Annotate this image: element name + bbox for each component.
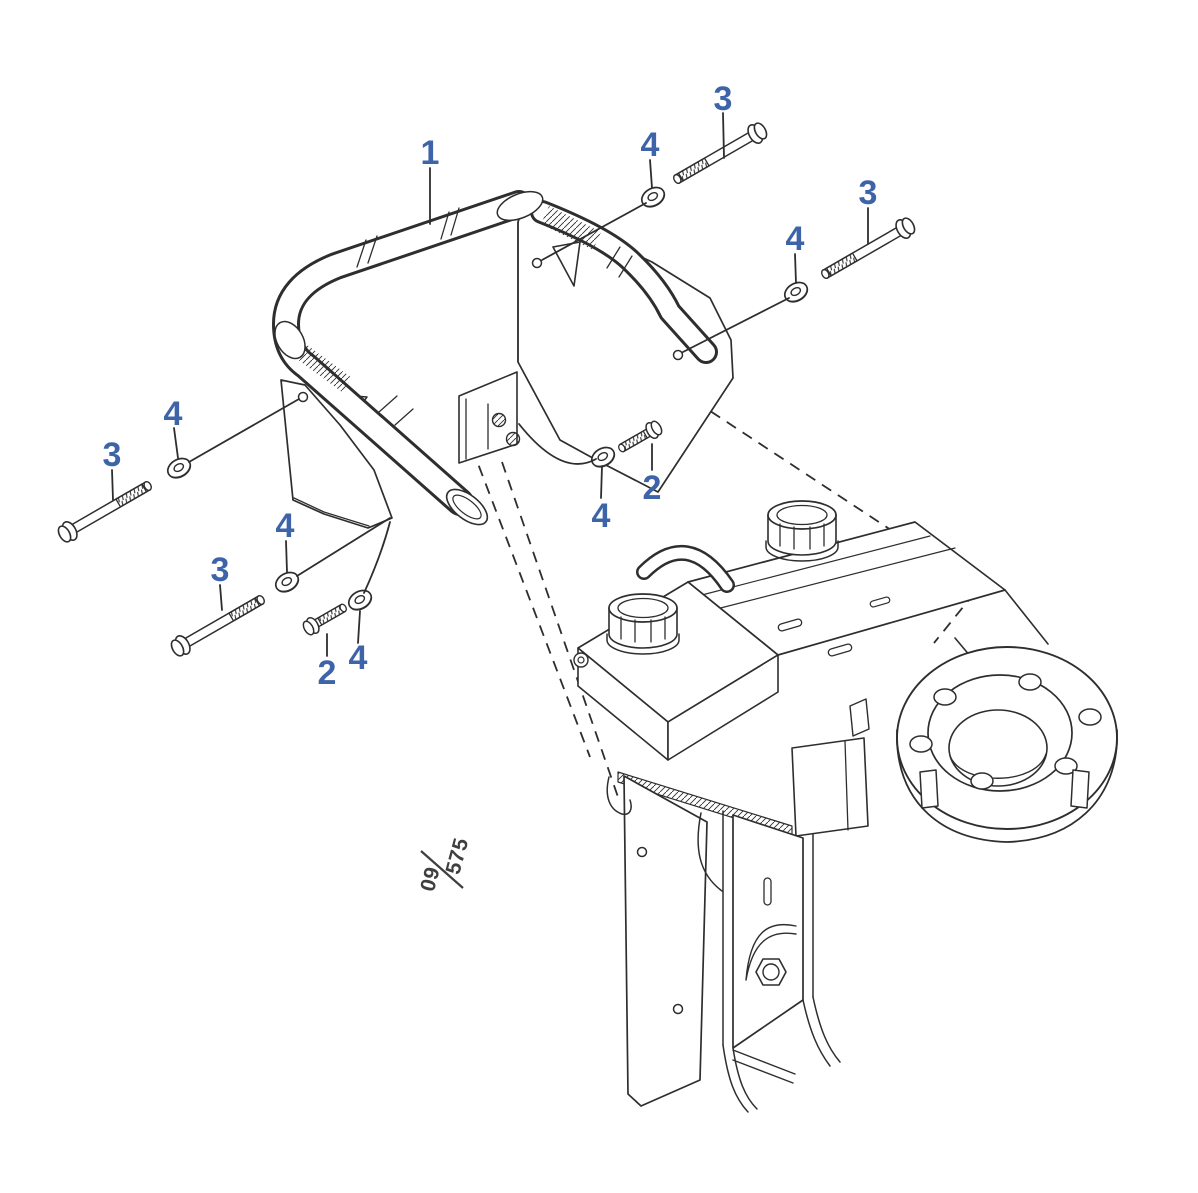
callout-part1: 1	[421, 134, 440, 172]
callout-washer-left-upper: 4	[164, 395, 183, 433]
channel-slot	[763, 877, 772, 906]
flange-bolt-hole	[1078, 708, 1102, 726]
flange-bolt-hole	[1054, 757, 1078, 775]
arm-clip-tab	[849, 698, 870, 737]
bearing-flange-ring	[896, 646, 1118, 843]
callout-bolt-left-upper: 3	[103, 436, 122, 474]
deck-front-face	[667, 654, 779, 761]
washer-4-left-upper	[163, 453, 195, 483]
flange-tab	[1070, 769, 1090, 809]
washer-4-screw-left	[344, 585, 376, 615]
grip-hatch	[541, 206, 601, 250]
callout-washer-screw-center: 4	[592, 497, 611, 535]
panel-hole	[636, 846, 648, 858]
tube-flat-end	[445, 488, 489, 526]
flange-tab	[919, 769, 939, 809]
leader-washer-screw-left	[357, 610, 361, 644]
leader-washer-screw-center	[600, 465, 603, 499]
handle-foot-plate	[280, 379, 393, 529]
callout-labels: 1 3 4 3 4 3 4 3 4 2 4 2 4	[103, 80, 878, 692]
mast-right-foot	[802, 996, 841, 1067]
bracket-bolt-head	[505, 431, 521, 447]
callout-bolt-top: 3	[714, 80, 733, 118]
leader-bolt-left-upper	[111, 469, 114, 501]
leader-curve-screw-left	[363, 521, 391, 594]
tube-elbow-cap	[274, 320, 306, 360]
callout-washer-top: 4	[641, 126, 660, 164]
callout-washer-right: 4	[786, 220, 805, 258]
screw-2-left	[299, 598, 351, 639]
flange-bolt-hole	[970, 772, 994, 790]
leader-lines	[111, 112, 869, 657]
callout-bolt-right: 3	[859, 174, 878, 212]
bracket-bolt-head	[491, 412, 507, 428]
mast-crossbar	[732, 1049, 796, 1084]
leader-washer-left-lower-to-mount	[296, 517, 391, 577]
mast-left-foot	[722, 1044, 758, 1113]
figure-reference: 09 575	[416, 836, 473, 894]
plate-triangle-hole	[552, 241, 581, 287]
machine-body	[573, 500, 1118, 1113]
callout-washer-screw-left: 4	[349, 639, 368, 677]
mast-back-panel	[623, 775, 708, 1107]
leader-washer-top	[649, 159, 653, 189]
deck-slot	[869, 596, 891, 608]
leader-bolt-top	[722, 112, 725, 159]
mast-j-bracket	[697, 812, 723, 892]
bolt-3-left-upper	[54, 474, 157, 546]
leader-washer-top-to-hole	[541, 202, 647, 261]
grip-hatch	[293, 342, 352, 392]
callout-washer-left-lower: 4	[276, 507, 295, 545]
callout-bolt-left-lower: 3	[211, 551, 230, 589]
leader-washer-left-lower	[285, 540, 288, 573]
bolt-3-top	[668, 119, 771, 191]
flange-bolt-hole	[909, 735, 933, 753]
flange-bolt-hole	[933, 688, 957, 706]
dashed-line-left-a	[471, 447, 591, 758]
tube-top-junction	[496, 190, 544, 222]
dashed-line-left-b	[501, 461, 619, 798]
foot-hole	[297, 391, 309, 403]
washer-4-top	[637, 182, 669, 212]
bolt-3-left-lower	[167, 588, 270, 660]
leader-washer-left-upper	[173, 427, 179, 459]
panel-hole	[672, 1003, 684, 1015]
figure-ref-denominator: 575	[442, 836, 474, 877]
leader-bolt-left-lower	[219, 584, 223, 611]
figure-ref-slash	[420, 850, 464, 889]
deck-slot	[777, 618, 803, 632]
left-mount-hook	[606, 776, 632, 816]
flange-bolt-hole	[1018, 673, 1042, 691]
leader-washer-right	[794, 253, 797, 284]
channel-arch-cutout	[745, 924, 797, 981]
leader-washer-right-to-hole	[682, 297, 790, 353]
leader-washer-left-upper-to-hole	[188, 398, 300, 463]
flange-bore	[948, 709, 1048, 787]
mast-hex-bolt	[755, 958, 787, 986]
leader-curve-screw-center	[518, 423, 597, 465]
deck-slot	[827, 643, 853, 657]
mast-channel	[732, 814, 804, 1049]
support-block	[791, 737, 869, 837]
callout-screw-center: 2	[643, 469, 662, 507]
handlebar-assembly	[272, 190, 734, 529]
plate-hole	[672, 349, 684, 361]
plate-hole	[531, 257, 543, 269]
callout-screw-left: 2	[318, 654, 337, 692]
